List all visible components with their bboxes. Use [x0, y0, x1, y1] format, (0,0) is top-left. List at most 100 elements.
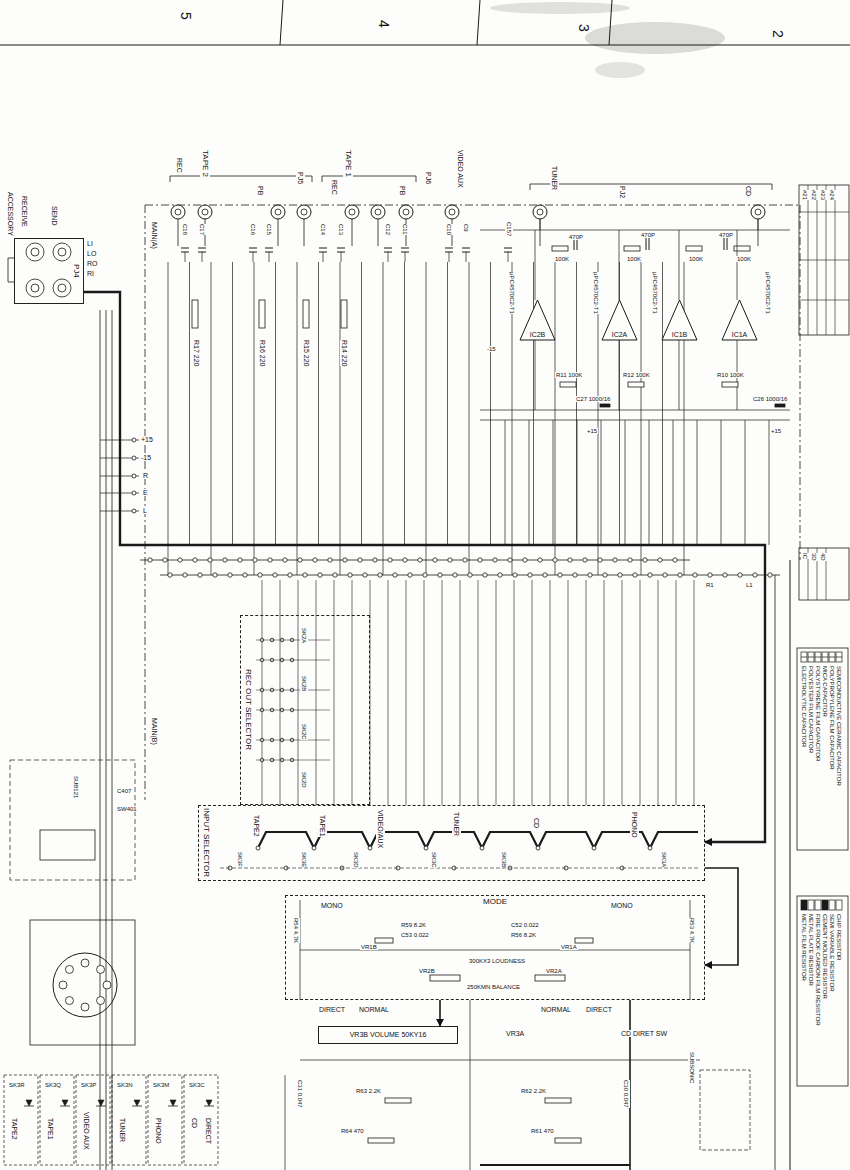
part-label: TUNER	[550, 166, 559, 190]
part-label: REC	[175, 158, 184, 173]
part-label: R17 220	[192, 340, 201, 366]
wire	[769, 420, 770, 545]
part-label: MAIN(A)	[150, 222, 159, 249]
section-heading: MODE	[482, 898, 508, 906]
junction-dot	[253, 558, 257, 562]
part-label: SK3N	[116, 1082, 134, 1088]
jack-symbol	[751, 205, 765, 219]
part-label: C30 0.047	[622, 1080, 630, 1108]
part-label: PJ5	[296, 172, 305, 184]
junction-dot	[393, 573, 397, 577]
part-label: 2	[770, 30, 786, 38]
scan-smudge	[595, 62, 645, 78]
wire	[490, 262, 491, 545]
junction-dot	[348, 573, 352, 577]
wire	[649, 420, 650, 545]
jack-symbol	[445, 205, 459, 219]
part-label: R59 8.2K	[400, 922, 427, 928]
junction-dot	[708, 573, 712, 577]
part-label: SK3D	[352, 852, 360, 868]
switch-contact	[312, 846, 316, 850]
part-label: SUB121	[72, 776, 80, 798]
junction-dot	[273, 573, 277, 577]
junction-dot	[588, 573, 592, 577]
part-label: 100K	[626, 256, 642, 262]
switch-contact	[424, 846, 428, 850]
part-label: C11	[401, 224, 409, 235]
wire	[256, 760, 330, 761]
wire	[622, 580, 623, 805]
part-label: 5	[178, 12, 194, 20]
legend-sample	[836, 652, 842, 662]
resistor-symbol	[628, 382, 644, 387]
part-label: SK2D	[300, 772, 308, 788]
wire	[480, 410, 790, 411]
scan-smudge	[585, 22, 725, 54]
wire	[658, 580, 659, 805]
wire	[619, 340, 620, 410]
wire	[388, 580, 389, 805]
part-label: MONO	[610, 902, 634, 909]
legend-sample	[836, 900, 842, 910]
wire	[275, 262, 276, 545]
jack-symbol	[31, 284, 39, 292]
junction-dot	[258, 573, 262, 577]
junction-dot	[333, 573, 337, 577]
wire	[426, 262, 427, 575]
zone-tick	[609, 0, 612, 45]
wire	[178, 219, 179, 246]
capacitor-symbol	[600, 404, 610, 407]
capacitor-symbol	[337, 248, 345, 249]
part-label: NORMAL	[540, 1006, 572, 1013]
wire	[480, 230, 790, 231]
part-label: -15	[140, 454, 152, 461]
wire	[737, 340, 738, 410]
op-amp-outline	[520, 300, 555, 340]
part-label: LI	[86, 240, 94, 247]
part-label: R63 2.2K	[355, 1088, 382, 1094]
subboard-outline	[10, 760, 135, 880]
wire	[447, 262, 448, 545]
junction-dot	[178, 558, 182, 562]
wire	[535, 230, 536, 300]
legend-entry: POLYSTYRENE FILM CAPACITOR	[814, 666, 822, 761]
resistor-symbol	[192, 300, 198, 328]
switch-symbol	[40, 830, 95, 860]
led-symbol	[204, 1106, 214, 1107]
resistor-symbol	[552, 246, 568, 251]
socket-symbol	[53, 953, 117, 1017]
junction-dot	[313, 558, 317, 562]
op-amp-outline	[722, 300, 757, 340]
junction-dot	[468, 573, 472, 577]
wire	[641, 262, 642, 575]
part-label: 250KMN BALANCE	[466, 984, 521, 990]
wire	[470, 1000, 471, 1170]
part-label: SK3C	[188, 1082, 206, 1088]
jack-symbol	[297, 205, 311, 219]
legend-entry: CEMENT MOLDED RESISTOR	[821, 914, 829, 999]
part-reference: IC2B	[529, 331, 547, 338]
socket-pin	[81, 1003, 89, 1011]
wire	[323, 252, 324, 262]
capacitor-symbol	[198, 248, 206, 249]
wire	[512, 262, 513, 575]
part-label: MAIN(B)	[150, 718, 159, 745]
socket-pin	[103, 981, 111, 989]
wire	[679, 230, 680, 300]
legend-entry: METAL FILM RESISTOR	[800, 914, 808, 981]
junction-dot	[343, 558, 347, 562]
jack-symbol	[58, 248, 66, 256]
wire	[285, 1075, 286, 1170]
junction-dot	[553, 558, 557, 562]
socket-pin	[97, 965, 105, 973]
part-label: DIRECT	[318, 1006, 346, 1013]
board-outline	[145, 205, 146, 800]
junction-dot	[378, 573, 382, 577]
part-label: VIDEO AUX	[456, 150, 465, 188]
part-label: SK3B	[500, 852, 508, 867]
led-symbol	[132, 1106, 142, 1107]
wire	[262, 580, 263, 805]
